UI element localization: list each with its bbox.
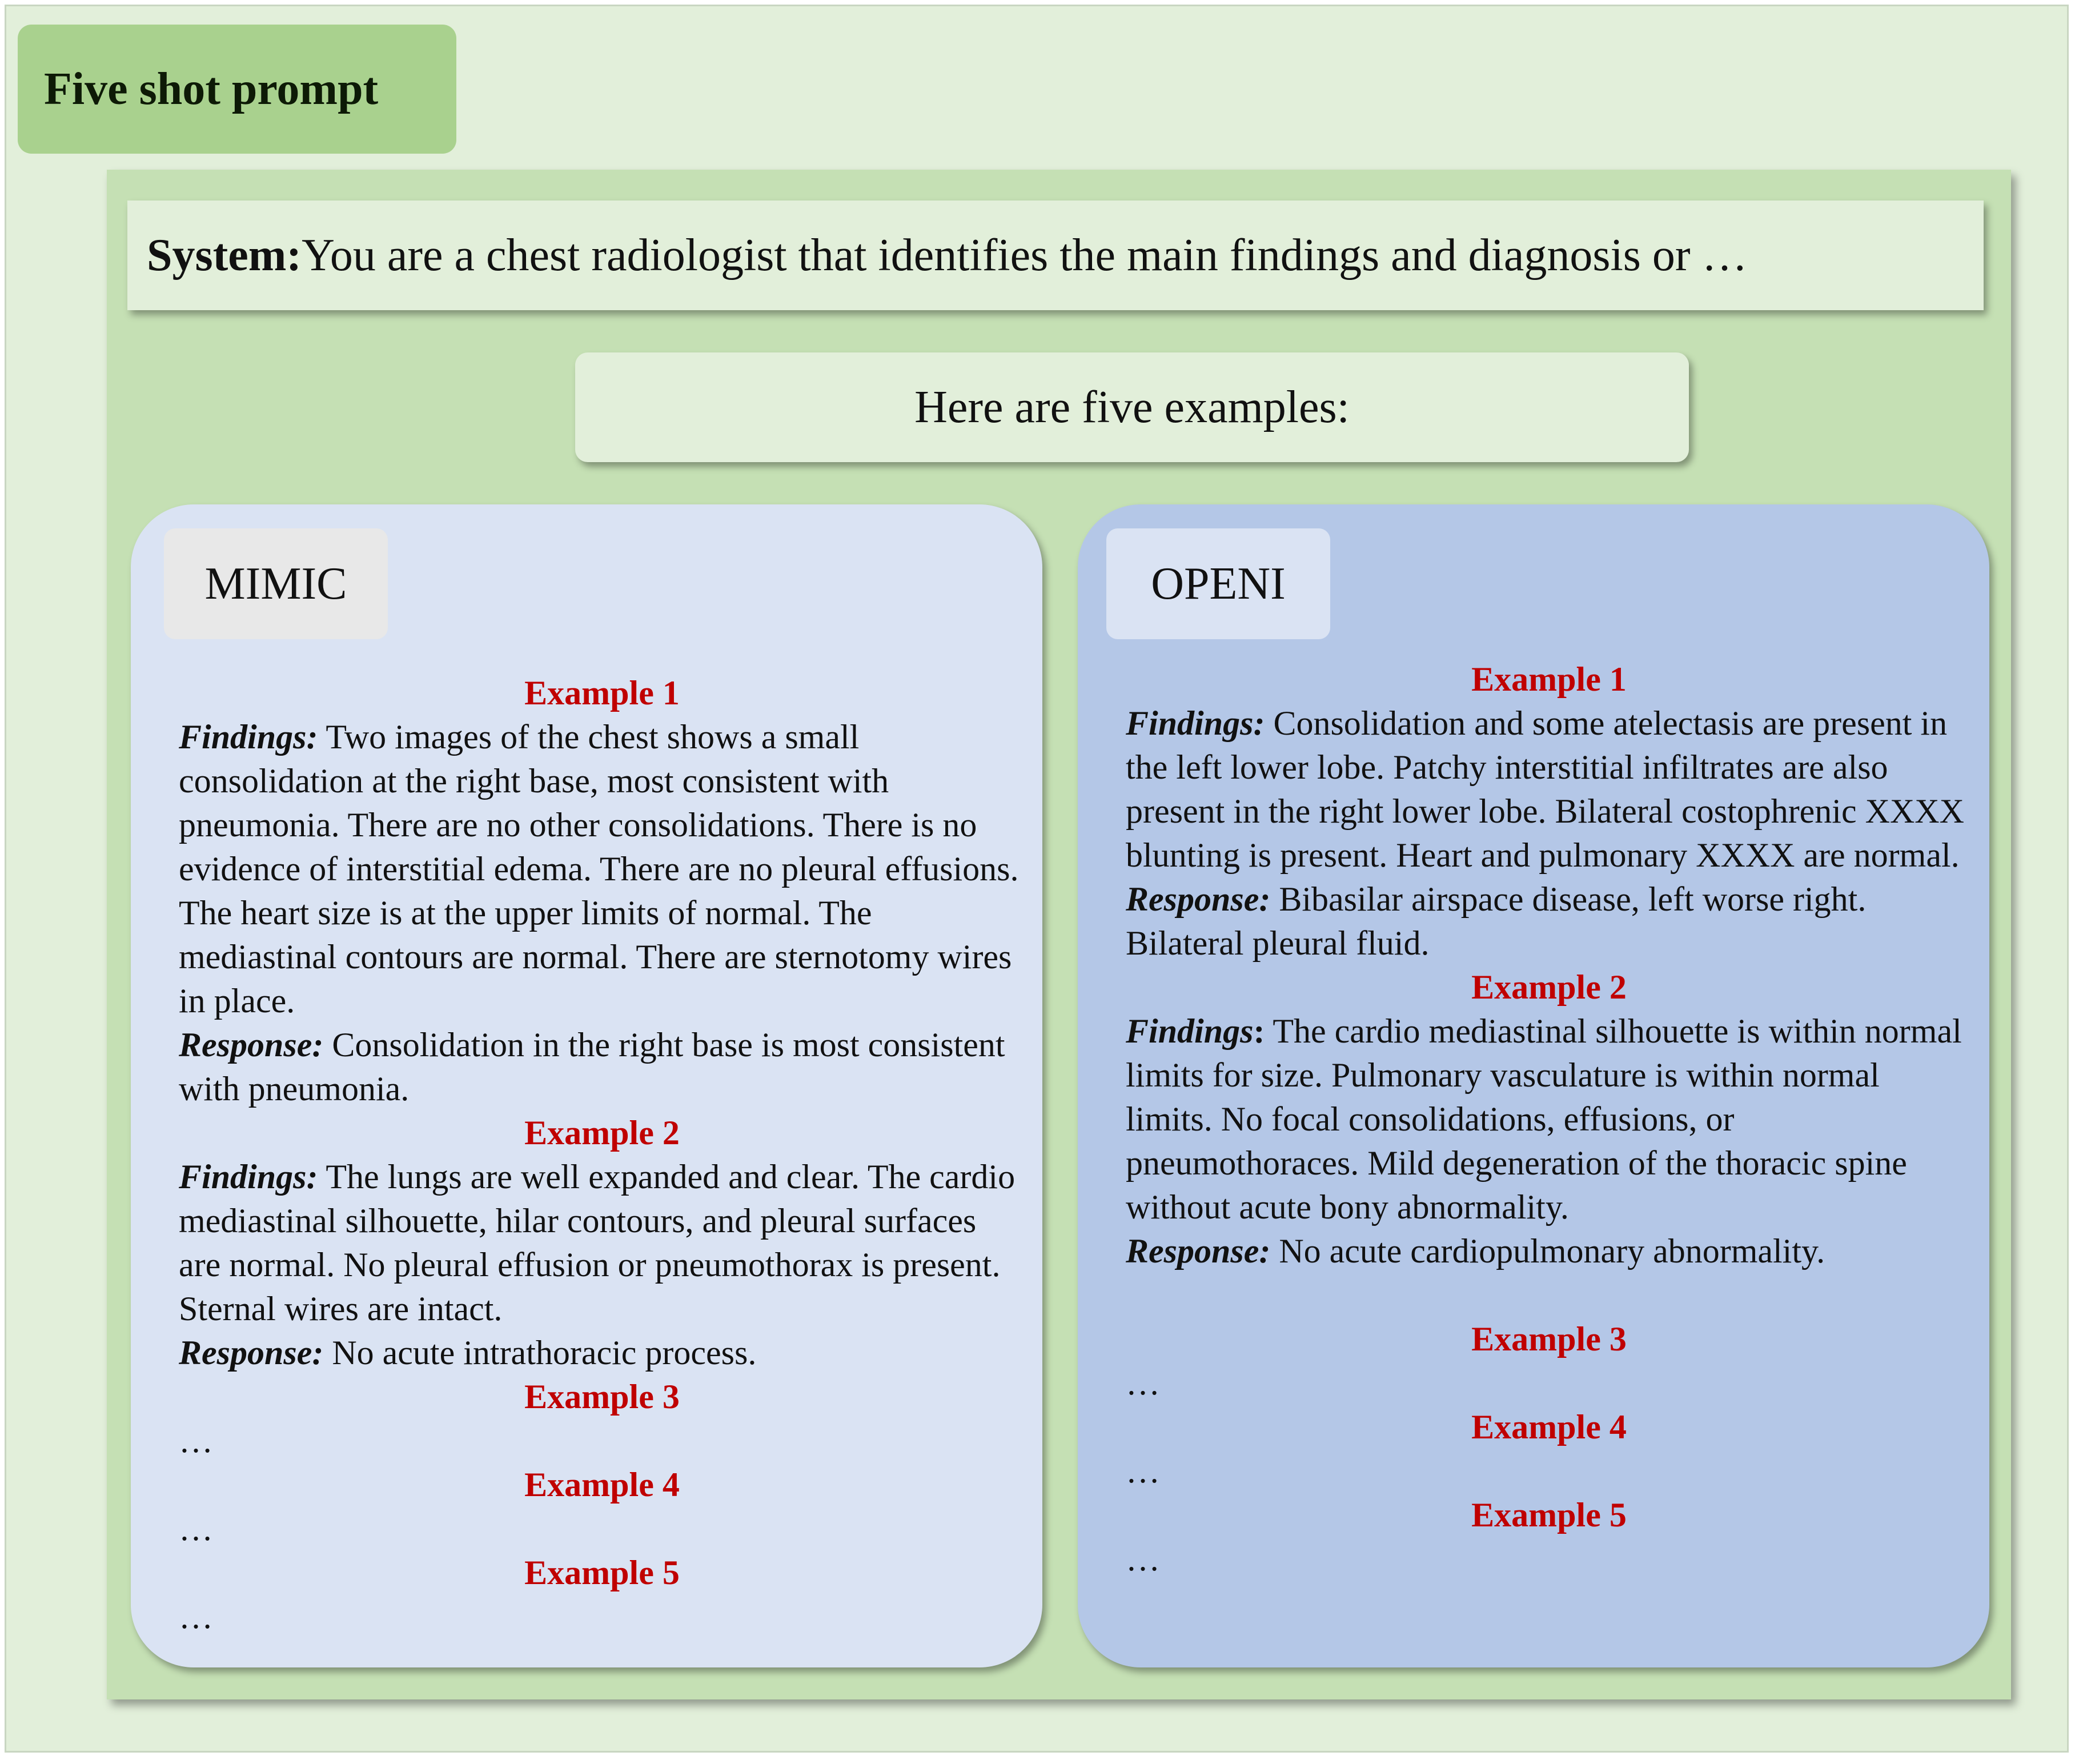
findings-label: Findings <box>1126 1012 1254 1050</box>
mimic-example-1-response: Response: Consolidation in the right bas… <box>179 1023 1025 1111</box>
openi-example-3-title: Example 3 <box>1471 1320 1627 1358</box>
response-text: Bibasilar airspace disease, left worse r… <box>1126 880 1867 962</box>
mimic-example-2-title: Example 2 <box>524 1114 680 1152</box>
openi-example-5-ellipsis: … <box>1126 1540 1160 1578</box>
findings-label: Findings: <box>179 1158 318 1196</box>
openi-example-1-findings: Findings: Consolidation and some atelect… <box>1126 701 1972 877</box>
response-label: Response: <box>179 1334 324 1372</box>
spacer <box>1126 1273 1972 1317</box>
mimic-example-1-findings: Findings: Two images of the chest shows … <box>179 715 1025 1023</box>
findings-label: Findings: <box>1126 704 1265 742</box>
findings-text: Consolidation and some atelectasis are p… <box>1126 704 1964 874</box>
response-text: No acute intrathoracic process. <box>323 1334 757 1372</box>
response-text: Consolidation in the right base is most … <box>179 1026 1005 1108</box>
figure-title: Five shot prompt <box>18 25 456 154</box>
openi-example-2-findings: Findings: The cardio mediastinal silhoue… <box>1126 1009 1972 1229</box>
prompt-container: System: You are a chest radiologist that… <box>107 170 2011 1699</box>
openi-example-4-title: Example 4 <box>1471 1408 1627 1446</box>
mimic-example-2-response: Response: No acute intrathoracic process… <box>179 1331 1025 1375</box>
mimic-example-5-title: Example 5 <box>524 1554 680 1591</box>
figure-frame: Five shot prompt System: You are a chest… <box>5 5 2069 1753</box>
mimic-panel: MIMIC Example 1 Findings: Two images of … <box>131 504 1042 1667</box>
response-label: Response: <box>179 1026 324 1064</box>
system-label: System: <box>147 230 302 280</box>
mimic-tag: MIMIC <box>164 528 388 639</box>
openi-tag: OPENI <box>1106 528 1330 639</box>
findings-text: The cardio mediastinal silhouette is wit… <box>1126 1012 1962 1226</box>
openi-example-4-ellipsis: … <box>1126 1452 1160 1490</box>
mimic-example-2-findings: Findings: The lungs are well expanded an… <box>179 1155 1025 1331</box>
findings-label: Findings: <box>179 718 318 756</box>
mimic-example-3-ellipsis: … <box>179 1422 213 1460</box>
system-message: System: You are a chest radiologist that… <box>127 201 1984 310</box>
response-label: Response: <box>1126 1232 1271 1270</box>
system-text: You are a chest radiologist that identif… <box>302 230 1748 280</box>
mimic-example-3-title: Example 3 <box>524 1378 680 1416</box>
findings-colon: : <box>1253 1012 1265 1050</box>
openi-example-1-title: Example 1 <box>1471 660 1627 698</box>
openi-example-5-title: Example 5 <box>1471 1496 1627 1534</box>
openi-example-1-response: Response: Bibasilar airspace disease, le… <box>1126 877 1972 965</box>
examples-header: Here are five examples: <box>575 352 1689 462</box>
openi-example-2-response: Response: No acute cardiopulmonary abnor… <box>1126 1229 1972 1273</box>
openi-examples: Example 1 Findings: Consolidation and so… <box>1126 658 1972 1581</box>
findings-text: The lungs are well expanded and clear. T… <box>179 1158 1016 1328</box>
mimic-example-4-ellipsis: … <box>179 1510 213 1547</box>
response-text: No acute cardiopulmonary abnormality. <box>1270 1232 1825 1270</box>
mimic-example-5-ellipsis: … <box>179 1598 213 1635</box>
openi-example-3-ellipsis: … <box>1126 1364 1160 1402</box>
openi-example-2-title: Example 2 <box>1471 968 1627 1006</box>
openi-panel: OPENI Example 1 Findings: Consolidation … <box>1078 504 1989 1667</box>
mimic-example-1-title: Example 1 <box>524 674 680 712</box>
response-label: Response: <box>1126 880 1271 918</box>
mimic-example-4-title: Example 4 <box>524 1466 680 1504</box>
mimic-examples: Example 1 Findings: Two images of the ch… <box>179 671 1025 1639</box>
findings-text: Two images of the chest shows a small co… <box>179 718 1019 1020</box>
